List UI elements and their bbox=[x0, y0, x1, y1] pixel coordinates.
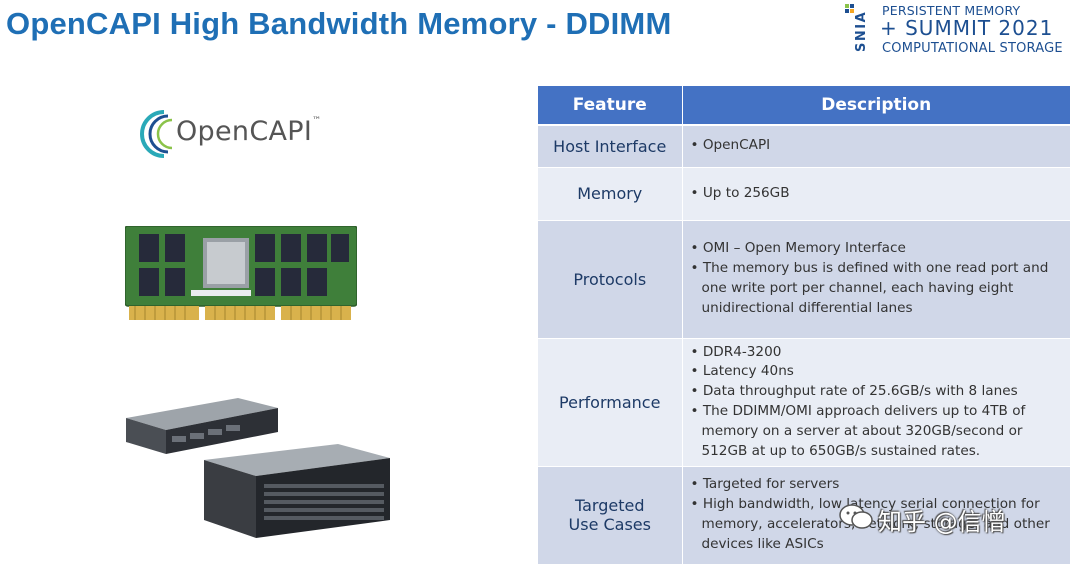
watermark-text: 知乎 @信憎 bbox=[878, 508, 1006, 536]
feature-cell: Performance bbox=[538, 338, 683, 467]
bullet-item: The memory bus is defined with one read … bbox=[691, 259, 1056, 318]
header-description: Description bbox=[682, 86, 1070, 126]
header-feature: Feature bbox=[538, 86, 683, 126]
description-cell: Targeted for servers High bandwidth, low… bbox=[682, 466, 1071, 565]
zhihu-watermark: 知乎 @信憎 bbox=[838, 498, 1078, 538]
bullet-item: High bandwidth, low latency serial conne… bbox=[691, 495, 1056, 554]
feature-cell: Host Interface bbox=[538, 125, 683, 168]
bullet-item: DDR4-3200 bbox=[691, 343, 1056, 363]
servers-image bbox=[126, 398, 390, 538]
feature-cell: Memory bbox=[538, 167, 683, 221]
snia-summit-logo: SNIA PERSISTENT MEMORY + SUMMIT 2021 COM… bbox=[842, 2, 1078, 60]
table-row: Performance DDR4-3200 Latency 40ns Data … bbox=[538, 338, 1071, 467]
table-row: Host Interface OpenCAPI bbox=[538, 125, 1071, 168]
opencapi-logo: OpenCAPI™ bbox=[134, 106, 334, 162]
bullet-item: Data throughput rate of 25.6GB/s with 8 … bbox=[691, 382, 1056, 402]
table-row: Memory Up to 256GB bbox=[538, 167, 1071, 221]
table-header-row: Feature Description bbox=[538, 86, 1070, 126]
opencapi-wordmark: OpenCAPI™ bbox=[176, 116, 321, 147]
bullet-item: OMI – Open Memory Interface bbox=[691, 239, 1056, 259]
description-cell: OpenCAPI bbox=[682, 125, 1071, 168]
description-cell: DDR4-3200 Latency 40ns Data throughput r… bbox=[682, 338, 1071, 467]
summit-line-3: COMPUTATIONAL STORAGE bbox=[882, 41, 1063, 56]
snia-corner-icon bbox=[845, 4, 854, 13]
description-cell: Up to 256GB bbox=[682, 167, 1071, 221]
bullet-item: OpenCAPI bbox=[691, 136, 1056, 156]
bullet-item: Latency 40ns bbox=[691, 362, 1056, 382]
feature-cell-text: Targeted Use Cases bbox=[568, 496, 651, 534]
summit-line-2: + SUMMIT 2021 bbox=[880, 16, 1054, 40]
table-row: Targeted Use Cases Targeted for servers … bbox=[538, 466, 1071, 565]
feature-cell: Protocols bbox=[538, 220, 683, 339]
table-row: Protocols OMI – Open Memory Interface Th… bbox=[538, 220, 1071, 339]
opencapi-swirl-icon bbox=[140, 110, 173, 158]
opencapi-wordmark-text: OpenCAPI bbox=[176, 116, 313, 147]
feature-cell: Targeted Use Cases bbox=[538, 466, 683, 565]
chat-bubble-icon bbox=[839, 504, 873, 529]
bullet-item: Targeted for servers bbox=[691, 475, 1056, 495]
description-cell: OMI – Open Memory Interface The memory b… bbox=[682, 220, 1071, 339]
feature-table: Feature Description Host Interface OpenC… bbox=[538, 86, 1071, 565]
ddimm-module-image bbox=[125, 226, 357, 320]
opencapi-tm: ™ bbox=[312, 116, 322, 126]
bullet-item: The DDIMM/OMI approach delivers up to 4T… bbox=[691, 402, 1056, 461]
snia-org-label: SNIA bbox=[854, 10, 869, 52]
slide-title: OpenCAPI High Bandwidth Memory - DDIMM bbox=[6, 6, 672, 41]
bullet-item: Up to 256GB bbox=[691, 184, 1056, 204]
summit-line-1: PERSISTENT MEMORY bbox=[882, 3, 1021, 18]
